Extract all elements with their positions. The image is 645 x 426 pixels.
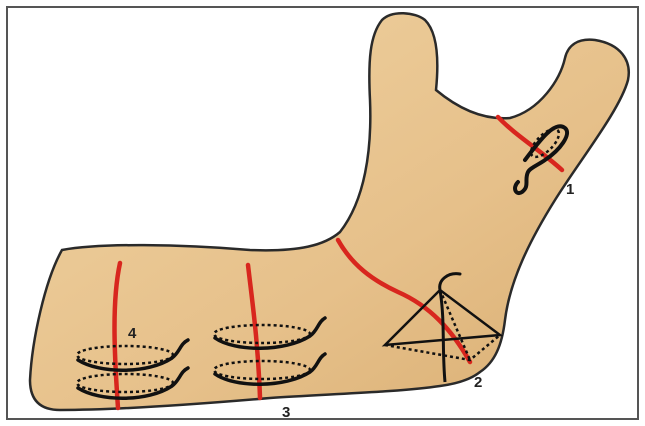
label-3: 3: [282, 404, 290, 421]
label-2: 2: [474, 374, 482, 391]
label-1: 1: [566, 181, 574, 198]
label-4: 4: [128, 325, 137, 342]
